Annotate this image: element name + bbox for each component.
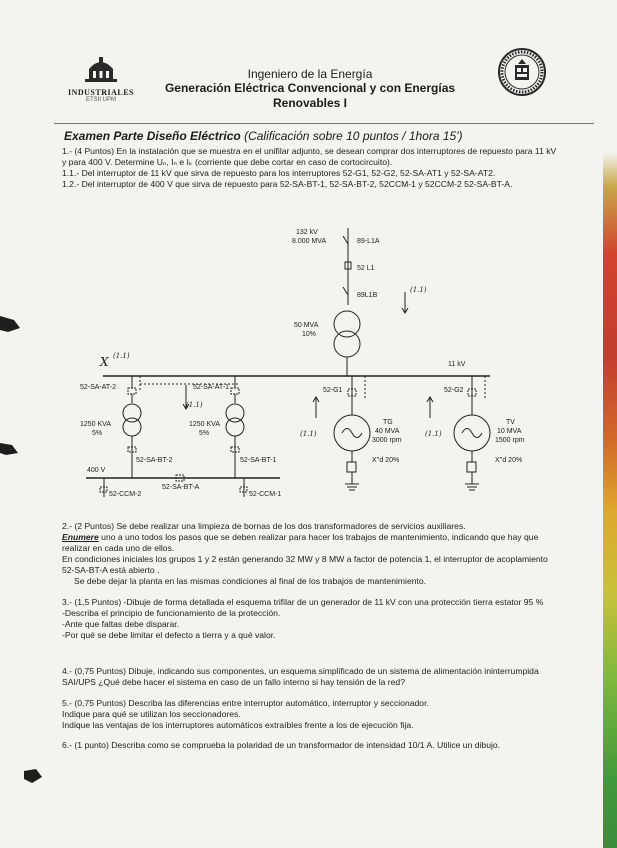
logo-subtext: ETSII UPM: [85, 97, 116, 103]
generator-tg-name: TG: [383, 419, 393, 426]
main-transformer-z: 10%: [302, 331, 316, 338]
handwritten-note-2: (1.1): [186, 401, 203, 409]
q3-b: -Ante que faltas debe disparar.: [62, 619, 180, 629]
q4-text: 4.- (0,75 Puntos) Dibuje, indicando sus …: [62, 666, 539, 687]
breaker-at1-label: 52-SA-AT-1: [193, 384, 229, 391]
generator-tg-power: 40 MVA: [375, 428, 400, 435]
q6-text: 6.- (1 punto) Describa como se comprueba…: [62, 740, 501, 750]
binder-clip-mark-icon: [0, 316, 20, 332]
logo-text: INDUSTRIALES: [67, 88, 135, 97]
header-course-cont: Renovables I: [272, 96, 348, 110]
generator-tg-speed: 3000 rpm: [372, 437, 402, 444]
aux-tr2-power: 1250 KVA: [80, 421, 111, 428]
handwritten-note-4: (1.1): [425, 430, 442, 438]
q2-final: Se debe dejar la planta en las mismas co…: [74, 576, 427, 586]
breaker-ccm2-label: 52-CCM-2: [109, 491, 141, 498]
q5-intro: 5.- (0,75 Puntos) Describa las diferenci…: [62, 698, 429, 708]
question-3: 3.- (1,5 Puntos) -Dibuje de forma detall…: [62, 597, 562, 641]
q1-item-2: 1.2.- Del interruptor de 400 V que sirva…: [62, 179, 513, 189]
q2-intro: 2.- (2 Puntos) Se debe realizar una limp…: [62, 521, 466, 531]
breaker-bt2-label: 52-SA-BT-2: [136, 457, 173, 464]
breaker-ccm1-label: 52-CCM-1: [249, 491, 281, 498]
q1-intro: 1.- (4 Puntos) En la instalación que se …: [62, 146, 557, 167]
binder-clip-mark-icon: [24, 769, 42, 783]
generator-tv-speed: 1500 rpm: [495, 437, 525, 444]
university-logo: INDUSTRIALES ETSII UPM: [66, 55, 136, 103]
switch-top-label: 89-L1A: [357, 238, 380, 245]
breaker-g1-label: 52-G1: [323, 387, 343, 394]
dome-emblem-icon: [85, 57, 117, 82]
q5-a: Indique para qué se utilizan los seccion…: [62, 709, 241, 719]
header-program: Ingeniero de la Energía: [247, 67, 373, 81]
question-6: 6.- (1 punto) Describa como se comprueba…: [62, 740, 562, 751]
aux-tr1-z: 5%: [199, 430, 209, 437]
generator-tv-reactance: X''d 20%: [495, 457, 522, 464]
grid-voltage-label: 132 kV: [296, 229, 318, 236]
q5-b: Indique las ventajas de los interruptore…: [62, 720, 414, 730]
q3-intro: 3.- (1,5 Puntos) -Dibuje de forma detall…: [62, 597, 544, 607]
breaker-g2-label: 52-G2: [444, 387, 464, 394]
generator-tg-reactance: X''d 20%: [372, 457, 399, 464]
breaker-bt1-label: 52-SA-BT-1: [240, 457, 277, 464]
aux-tr1-power: 1250 KVA: [189, 421, 220, 428]
exam-title: Examen Parte Diseño Eléctrico (Calificac…: [64, 129, 463, 143]
handwritten-note-5: (1.1): [410, 286, 427, 294]
header-divider: [54, 123, 594, 124]
switch-bottom-label: 89L1B: [357, 292, 378, 299]
colored-page-edge: [603, 0, 617, 848]
q2-steps: Enumere uno a uno todos los pasos que se…: [62, 532, 562, 554]
binder-clip-mark-icon: [0, 443, 18, 455]
q2-conditions: En condiciones iniciales los grupos 1 y …: [62, 554, 548, 575]
handwritten-note-1: (1.1): [113, 352, 130, 360]
grid-power-label: 8.000 MVA: [292, 238, 326, 245]
handwritten-note-3: (1.1): [300, 430, 317, 438]
handwritten-x-mark: X: [99, 355, 109, 369]
exam-title-text: Examen Parte Diseño Eléctrico: [64, 129, 241, 143]
bus-400v-label: 400 V: [87, 467, 106, 474]
main-transformer-power: 50 MVA: [294, 322, 319, 329]
q3-c: -Por qué se debe limitar el defecto a ti…: [62, 630, 276, 640]
aux-tr2-z: 5%: [92, 430, 102, 437]
exam-subtitle: (Calificación sobre 10 puntos / 1hora 15…: [244, 129, 463, 143]
generator-tv-name: TV: [506, 419, 515, 426]
university-seal-icon: [498, 48, 546, 96]
breaker-line-label: 52 L1: [357, 265, 375, 272]
question-1: 1.- (4 Puntos) En la instalación que se …: [62, 146, 562, 190]
bus-11kv-label: 11 kV: [448, 361, 466, 368]
question-2: 2.- (2 Puntos) Se debe realizar una limp…: [62, 521, 562, 587]
q2-steps-text: uno a uno todos los pasos que se deben r…: [62, 532, 539, 553]
breaker-at2-label: 52-SA-AT-2: [80, 384, 116, 391]
question-4: 4.- (0,75 Puntos) Dibuje, indicando sus …: [62, 666, 562, 688]
q3-a: -Describa el principio de funcionamiento…: [62, 608, 281, 618]
question-5: 5.- (0,75 Puntos) Describa las diferenci…: [62, 698, 562, 731]
breaker-bta-label: 52-SA-BT-A: [162, 484, 200, 491]
generator-tv-power: 10 MVA: [497, 428, 522, 435]
q1-item-1: 1.1.- Del interruptor de 11 kV que sirva…: [62, 168, 496, 178]
q2-enumere: Enumere: [62, 532, 99, 542]
header-course: Generación Eléctrica Convencional y con …: [164, 81, 456, 95]
